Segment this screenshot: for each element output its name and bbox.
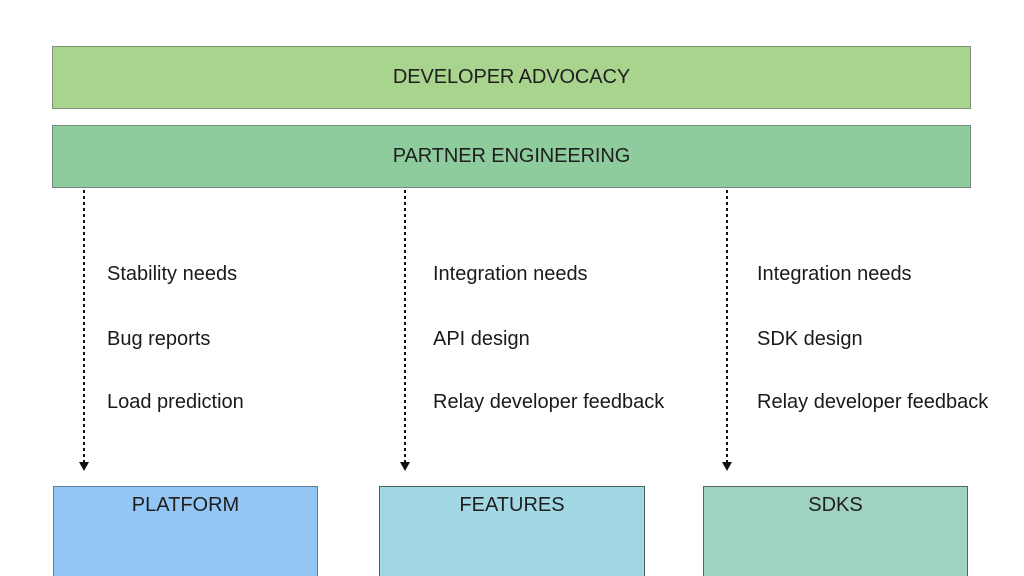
need-label: Stability needs [107,263,238,285]
need-label: Load prediction [107,391,244,413]
partner-engineering-bar: PARTNER ENGINEERING [52,125,971,188]
developer-advocacy-label: DEVELOPER ADVOCACY [392,66,631,88]
features-box: FEATURES [379,486,645,576]
need-label: API design [433,328,530,350]
need-label: Integration needs [757,263,912,285]
arrow-line [726,190,728,462]
platform-box: PLATFORM [53,486,318,576]
need-label: SDK design [757,328,863,350]
sdks-box-label: SDKS [808,494,863,516]
need-label: Bug reports [107,328,211,350]
arrow-head-icon [400,462,410,471]
need-label: Relay developer feedback [433,391,665,413]
partner-engineering-label: PARTNER ENGINEERING [392,145,631,167]
arrow-line [404,190,406,462]
features-box-label: FEATURES [459,494,565,516]
arrow-head-icon [722,462,732,471]
arrow-line [83,190,85,462]
platform-box-label: PLATFORM [131,494,240,516]
need-label: Relay developer feedback [757,391,989,413]
sdks-box: SDKS [703,486,968,576]
arrow-head-icon [79,462,89,471]
developer-advocacy-bar: DEVELOPER ADVOCACY [52,46,971,109]
need-label: Integration needs [433,263,588,285]
